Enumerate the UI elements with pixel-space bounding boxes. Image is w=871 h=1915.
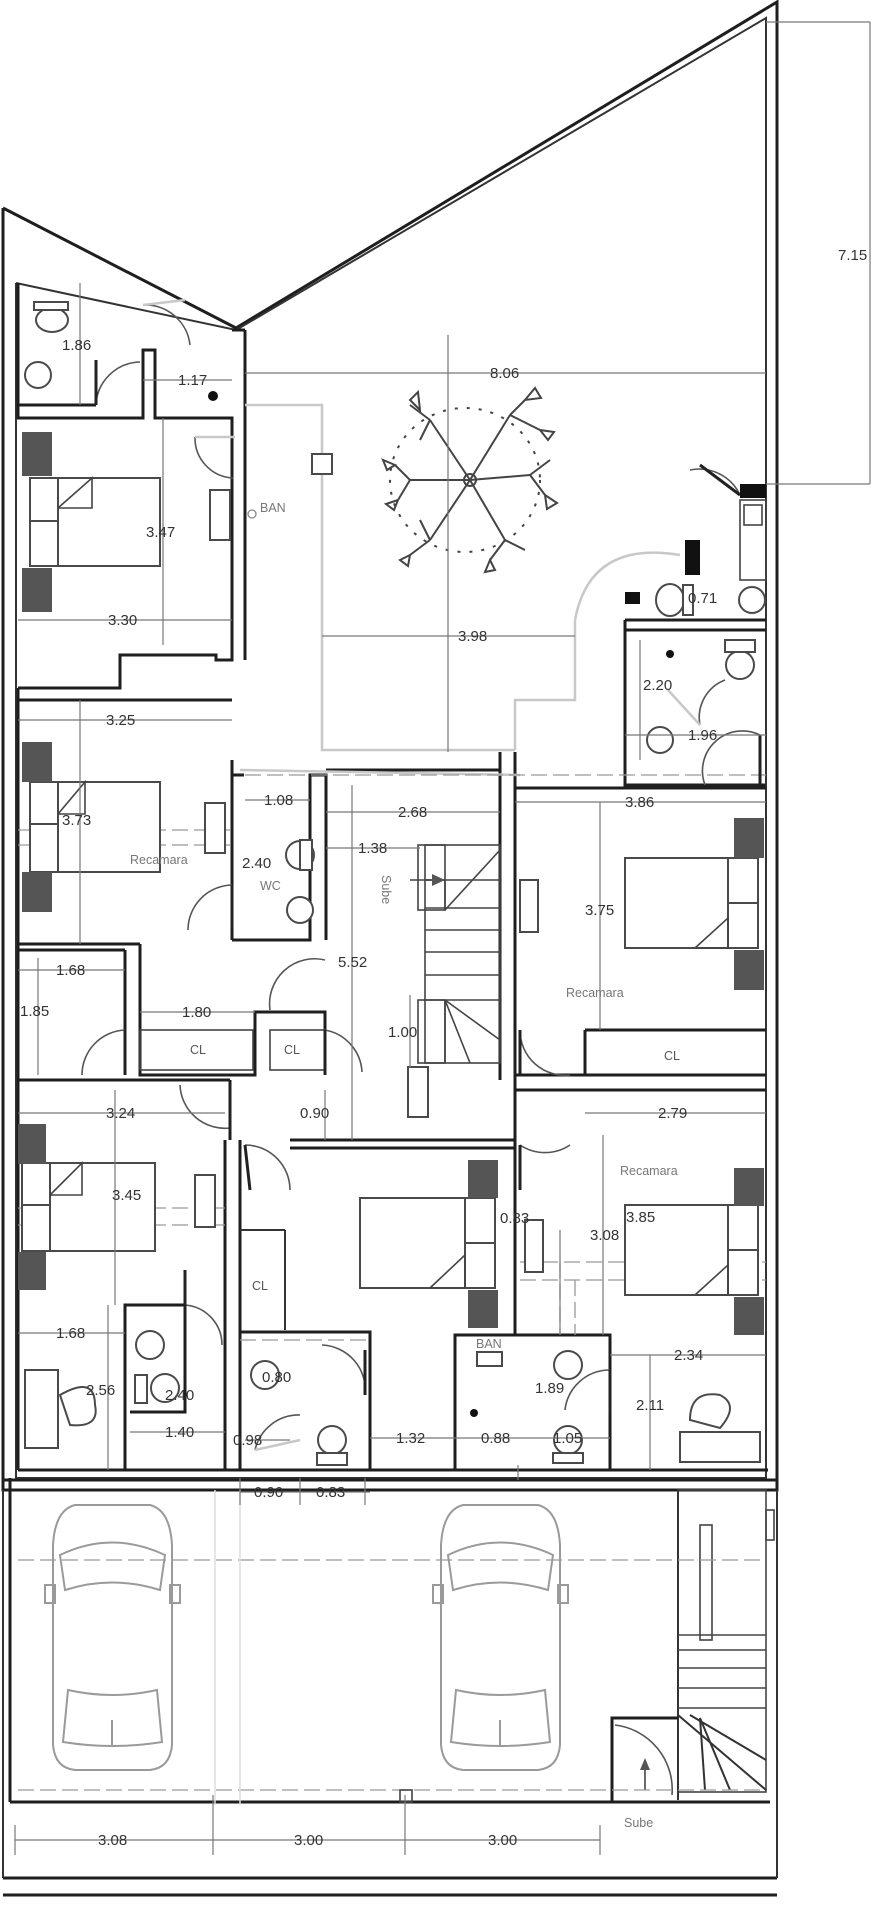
room-labels: BAN BAN WC Sube Sube Recamara Recamara R… [130,501,680,1830]
dim-label: 2.40 [165,1387,194,1404]
dim-label: 3.98 [458,628,487,645]
dim-label: 0.83 [500,1210,529,1227]
closet-label: CL [190,1043,206,1057]
dim-label: 0.80 [262,1369,291,1386]
room-label-ban: BAN [476,1337,502,1351]
garage-staircase [610,1489,775,1802]
dim-label: 7.15 [838,247,867,264]
dim-label: 1.08 [264,792,293,809]
dim-label: 3.73 [62,812,91,829]
dim-label: 3.75 [585,902,614,919]
dim-label: 0.83 [316,1484,345,1501]
dimension-lines [14,21,871,1855]
dim-label: 3.45 [112,1187,141,1204]
dim-label: 1.40 [165,1424,194,1441]
car-right [432,1504,569,1771]
dim-label: 3.30 [108,612,137,629]
car-left [44,1504,181,1771]
room-label-ban: BAN [260,501,286,515]
dim-label: 2.34 [674,1347,703,1364]
dim-label: 3.86 [625,794,654,811]
room-label-recamara: Recamara [620,1164,678,1178]
dim-label: 1.00 [388,1024,417,1041]
dim-label: 0.90 [300,1105,329,1122]
dim-label: 0.90 [254,1484,283,1501]
dim-label: 1.68 [56,962,85,979]
doors [81,298,762,1452]
closet-label: CL [664,1049,680,1063]
stair-label-sube: Sube [379,875,393,904]
dim-label: 3.85 [626,1209,655,1226]
dim-label: 2.56 [86,1382,115,1399]
dim-label: 2.11 [636,1397,664,1414]
dim-label: 1.05 [553,1430,582,1447]
closet-label: CL [252,1279,268,1293]
room-label-recamara: Recamara [130,853,188,867]
dim-label: 0.71 [688,590,717,607]
dim-label: 3.24 [106,1105,135,1122]
dim-label: 5.52 [338,954,367,971]
dim-label: 1.86 [62,337,91,354]
dim-label: 3.47 [146,524,175,541]
dim-label: 1.38 [358,840,387,857]
dim-label: 1.96 [688,727,717,744]
closet-label: CL [284,1043,300,1057]
dim-label: 1.68 [56,1325,85,1342]
dim-label: 2.20 [643,677,672,694]
column-marker [399,1789,413,1803]
dim-label: 1.80 [182,1004,211,1021]
dim-label: 3.25 [106,712,135,729]
room-label-wc: WC [260,879,281,893]
main-staircase [410,844,501,1064]
dim-label: 0.88 [481,1430,510,1447]
dim-label: 2.79 [658,1105,687,1122]
stair-label-sube: Sube [624,1816,653,1830]
fixtures [24,301,767,1466]
dim-label: 1.89 [535,1380,564,1397]
beds [18,432,764,1335]
dimension-labels: 7.15 8.06 1.86 1.17 3.47 3.30 3.98 0.71 … [20,247,867,1849]
dim-label: 3.00 [294,1832,323,1849]
dim-label: 3.00 [488,1832,517,1849]
dim-label: 1.85 [20,1003,49,1020]
dim-label: 0.98 [233,1432,262,1449]
room-label-recamara: Recamara [566,986,624,1000]
dim-label: 3.08 [590,1227,619,1244]
exterior-walls [1,0,779,1897]
dim-label: 3.08 [98,1832,127,1849]
tree-icon [381,386,559,574]
dim-label: 1.17 [178,372,207,389]
dim-label: 8.06 [490,365,519,382]
dim-label: 1.32 [396,1430,425,1447]
dim-label: 2.68 [398,804,427,821]
dim-label: 2.40 [242,855,271,872]
